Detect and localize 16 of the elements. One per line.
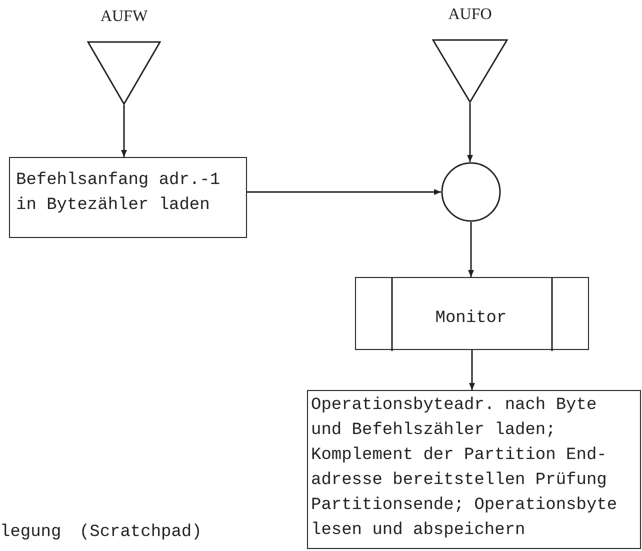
connector-circle	[441, 162, 501, 222]
predefined-process-box	[355, 277, 589, 350]
process-text: Operationsbyteadr. nach Byte und Befehlszähler laden; Komplement der Partition End- adresse bereitstellen Prüfung Partitionsende; Operationsbyte lesen und abspeichern	[311, 395, 618, 542]
connector-label: AUFO	[447, 6, 493, 24]
process-text: Befehlsanfang adr.-1 in Bytezähler laden	[16, 170, 222, 217]
merge-triangle	[87, 8, 161, 105]
arrow	[469, 350, 475, 390]
arrow	[467, 103, 473, 162]
process-text: Monitor	[434, 308, 508, 330]
arrow	[247, 189, 441, 195]
arrow	[468, 222, 474, 277]
note-text: legung (Scratchpad)	[0, 522, 202, 544]
connector-label: AUFW	[99, 8, 149, 26]
process-box	[9, 157, 247, 238]
arrow	[121, 105, 127, 157]
merge-triangle	[432, 6, 508, 103]
